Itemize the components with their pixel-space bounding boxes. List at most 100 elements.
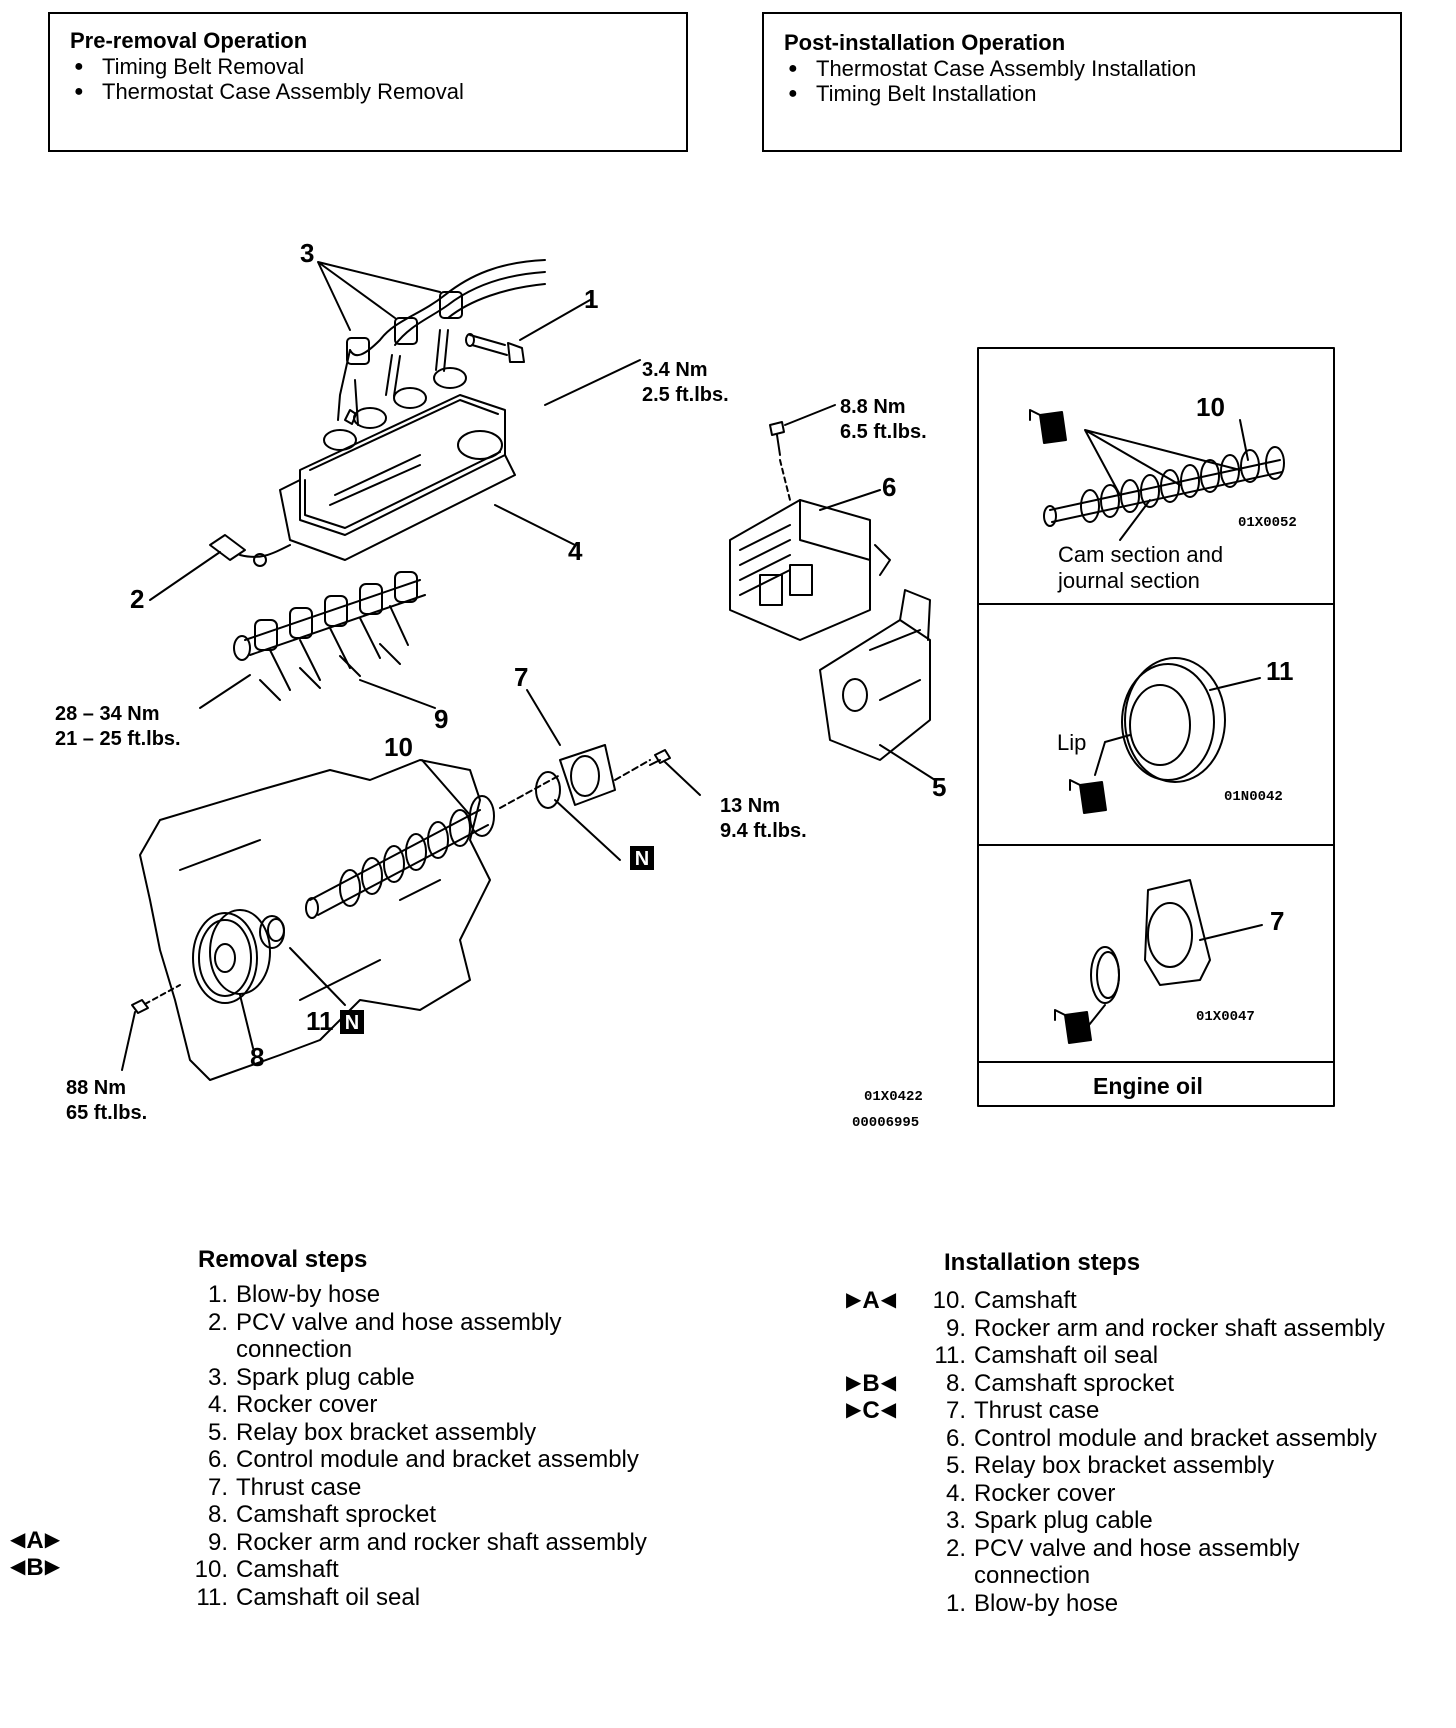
control-module-illustration [729, 499, 891, 641]
right-arrow-icon: ▶ [44, 1529, 61, 1551]
list-item: 10.Camshaft [932, 1287, 1077, 1314]
left-arrow-icon: ◀ [880, 1289, 897, 1311]
list-item: 4.Rocker cover [207, 1391, 378, 1418]
camshaft-sprocket-illustration [192, 909, 271, 1004]
callout-3: 3 [300, 238, 314, 268]
control-module-screw-illustration [769, 421, 791, 501]
pre-removal-title: Pre-removal Operation [70, 28, 308, 53]
callout-5: 5 [932, 772, 946, 802]
torque-rocker-arm-ftlbs: 21 – 25 ft.lbs. [55, 728, 181, 750]
left-arrow-icon: ◀ [10, 1529, 26, 1551]
service-mark-b: ◀B▶ [10, 1554, 61, 1581]
post-installation-item: Timing Belt Installation [784, 81, 1380, 106]
post-installation-list: Thermostat Case Assembly Installation Ti… [784, 56, 1380, 106]
list-item: 3.Spark plug cable [945, 1507, 1153, 1534]
removal-steps-list: 1.Blow-by hose 2.PCV valve and hose asse… [186, 1281, 656, 1611]
left-arrow-icon: ◀ [10, 1556, 26, 1578]
panel2-lip-label: Lip [1057, 730, 1086, 755]
list-item: 2.PCV valve and hose assembly connection [207, 1308, 562, 1364]
n-mark-icon: N [630, 846, 654, 870]
callout-10: 10 [384, 732, 413, 762]
pcv-valve-illustration [209, 534, 291, 567]
service-mark-b: ▶B◀ [846, 1370, 897, 1397]
n-mark-icon: N [340, 1010, 364, 1034]
list-item: 3.Spark plug cable [207, 1363, 415, 1391]
figure-code: 00006995 [852, 1115, 919, 1131]
list-item: 4.Rocker cover [945, 1479, 1116, 1507]
figure-code: 01X0422 [864, 1089, 923, 1105]
spark-plug-cable-illustration [337, 259, 546, 426]
callout-11: 11 [306, 1006, 334, 1036]
panel1-caption-line1: Cam section and [1058, 542, 1223, 567]
pre-removal-box: Pre-removal Operation Timing Belt Remova… [48, 12, 688, 152]
oil-can-icon [1054, 1009, 1092, 1044]
callout-1: 1 [584, 284, 598, 314]
panel3-callout: 7 [1270, 906, 1284, 936]
thrust-case-bolt-illustration [649, 749, 671, 766]
callout-7: 7 [514, 662, 528, 692]
torque-rocker-cover-nm: 3.4 Nm [642, 359, 708, 381]
panel1-code: 01X0052 [1238, 515, 1297, 531]
right-arrow-icon: ▶ [44, 1556, 61, 1578]
thrust-case-illustration [535, 744, 651, 809]
service-mark-a: ◀A▶ [10, 1527, 61, 1554]
post-installation-title: Post-installation Operation [784, 30, 1066, 55]
panel1-callout: 10 [1196, 392, 1225, 422]
installation-steps-list: 10.Camshaft 9.Rocker arm and rocker shaf… [924, 1287, 1394, 1617]
service-mark-c: ▶C◀ [846, 1397, 897, 1424]
panel1-caption-line2: journal section [1057, 568, 1200, 593]
camshaft-illustration [305, 774, 561, 919]
left-arrow-icon: ◀ [880, 1399, 897, 1421]
list-item: 5.Relay box bracket assembly [207, 1418, 537, 1446]
relay-box-bracket-illustration [819, 589, 931, 761]
installation-steps-title: Installation steps [944, 1249, 1141, 1276]
camshaft-oil-seal-illustration [259, 915, 285, 949]
list-item: 2.PCV valve and hose assembly connection [945, 1534, 1300, 1590]
panel2-code: 01N0042 [1224, 789, 1283, 805]
callout-9: 9 [434, 704, 448, 734]
exploded-diagram: N N 3 1 2 4 9 7 10 11 8 6 5 3.4 Nm 2.5 f… [55, 238, 1335, 1131]
oil-can-icon [1029, 409, 1067, 444]
blow-by-hose-illustration [465, 333, 525, 363]
list-item: 11.Camshaft oil seal [934, 1342, 1159, 1369]
right-arrow-icon: ▶ [846, 1399, 862, 1421]
engine-oil-label: Engine oil [1093, 1073, 1203, 1099]
list-item: 1.Blow-by hose [945, 1589, 1119, 1617]
right-arrow-icon: ▶ [846, 1289, 862, 1311]
list-item: 7.Thrust case [207, 1473, 362, 1501]
left-arrow-icon: ◀ [880, 1372, 897, 1394]
rocker-cover-illustration [279, 367, 516, 561]
rocker-arm-assembly-illustration [233, 571, 426, 701]
right-arrow-icon: ▶ [846, 1372, 862, 1394]
list-item: 6.Control module and bracket assembly [945, 1424, 1377, 1452]
sprocket-bolt-illustration [131, 984, 181, 1014]
list-item: 9.Rocker arm and rocker shaft assembly [207, 1528, 647, 1556]
list-item: 9.Rocker arm and rocker shaft assembly [945, 1314, 1385, 1342]
panel-thrust-case-illustration [1084, 879, 1263, 1031]
torque-rocker-arm-nm: 28 – 34 Nm [55, 703, 160, 725]
panel-oil-seal-illustration [1094, 657, 1261, 783]
list-item: 1.Blow-by hose [207, 1281, 381, 1308]
panel3-code: 01X0047 [1196, 1009, 1255, 1025]
list-item: 11.Camshaft oil seal [196, 1583, 421, 1611]
callout-4: 4 [568, 536, 583, 566]
torque-thrust-case-ftlbs: 9.4 ft.lbs. [720, 820, 807, 842]
torque-thrust-case-nm: 13 Nm [720, 795, 780, 817]
list-item: 10.Camshaft [194, 1556, 339, 1583]
torque-rocker-cover-ftlbs: 2.5 ft.lbs. [642, 384, 729, 406]
callout-6: 6 [882, 472, 896, 502]
callout-8: 8 [250, 1042, 264, 1072]
svg-text:N: N [345, 1012, 359, 1034]
torque-module-ftlbs: 6.5 ft.lbs. [840, 421, 927, 443]
panel-camshaft-illustration [1043, 419, 1285, 541]
post-installation-item: Thermostat Case Assembly Installation [784, 56, 1380, 81]
torque-sprocket-nm: 88 Nm [66, 1077, 126, 1099]
list-item: 5.Relay box bracket assembly [945, 1452, 1275, 1479]
leader-lines [121, 261, 936, 1071]
pre-removal-list: Timing Belt Removal Thermostat Case Asse… [70, 54, 666, 104]
engine-block-illustration [139, 759, 491, 1081]
callout-2: 2 [130, 584, 144, 614]
removal-steps-title: Removal steps [198, 1246, 368, 1273]
list-item: 7.Thrust case [945, 1397, 1100, 1424]
torque-sprocket-ftlbs: 65 ft.lbs. [66, 1102, 147, 1124]
